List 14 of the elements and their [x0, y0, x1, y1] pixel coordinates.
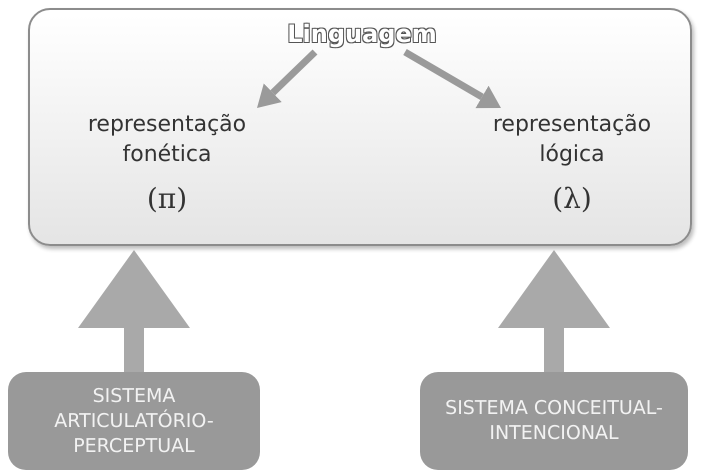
concept-label: representação fonética	[86, 111, 248, 169]
symbol-label: (λ)	[551, 182, 593, 215]
arrow	[78, 250, 190, 372]
container-box	[28, 8, 692, 246]
symbol-label: (π)	[146, 182, 188, 215]
system-box	[420, 372, 688, 470]
arrow	[403, 48, 501, 108]
arrow	[257, 49, 318, 108]
box-label: SISTEMA ARTICULATÓRIO-PERCEPTUAL	[53, 384, 215, 458]
box-label: SISTEMA CONCEITUAL-INTENCIONAL	[444, 396, 664, 446]
title-text: Linguagem	[272, 20, 452, 54]
system-box	[8, 372, 260, 470]
arrow	[498, 250, 610, 372]
concept-label: representação lógica	[492, 111, 652, 169]
